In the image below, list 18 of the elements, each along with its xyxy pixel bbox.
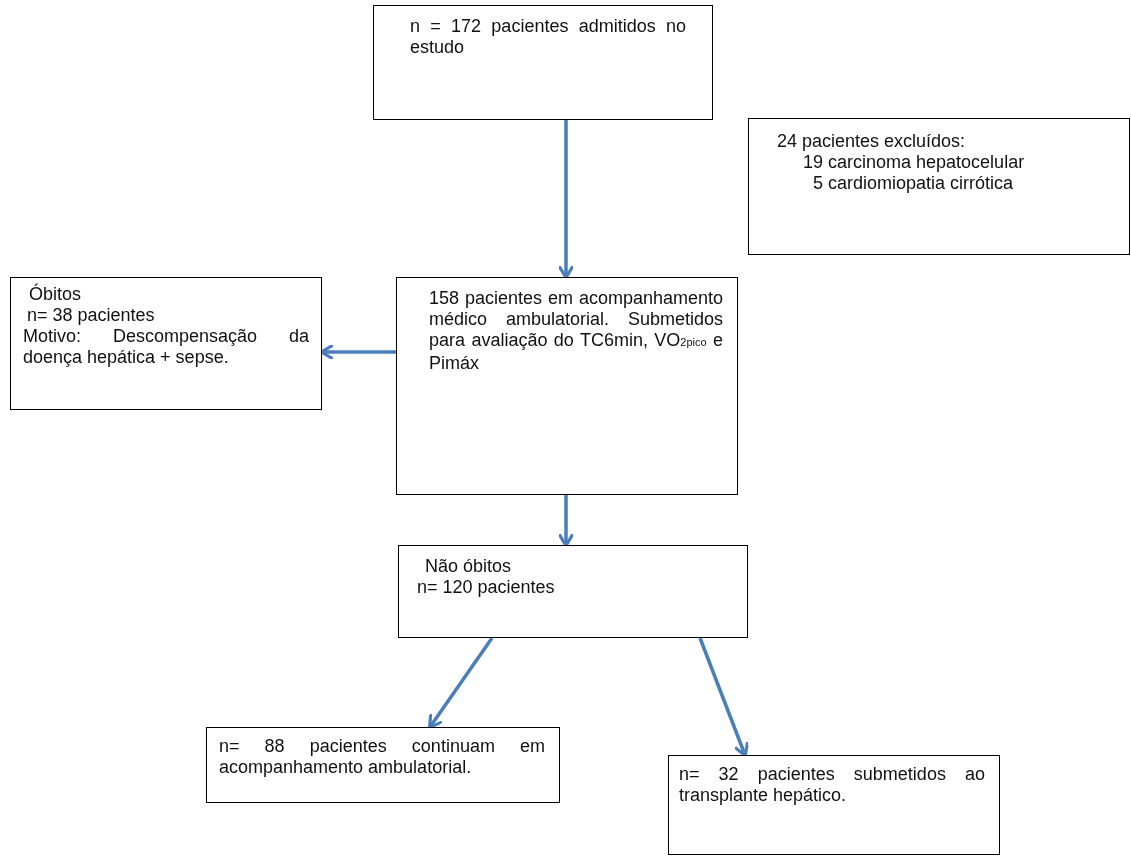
box-text: Não óbitos (424, 556, 513, 577)
box-text: n= 120 pacientes (417, 577, 556, 598)
box-text: n = 172 pacientes admitidos no estudo (410, 16, 686, 58)
process-box (668, 755, 1000, 855)
box-text: n= 38 pacientes (26, 305, 156, 326)
box-text: 5 cardiomiopatia cirrótica (812, 173, 1015, 194)
box-text: Óbitos (28, 284, 83, 305)
box-text: Motivo: Descompensação da doença hepática + sepse. (23, 326, 309, 368)
box-text: n= 32 pacientes submetidos ao transplante hepático. (679, 764, 985, 806)
process-box (373, 5, 713, 120)
process-box (10, 277, 322, 410)
box-text: n= 88 pacientes continuam em acompanhamento ambulatorial. (219, 736, 545, 778)
box-text: 19 carcinoma hepatocelular (802, 152, 1026, 173)
process-box (206, 727, 560, 803)
process-box (748, 118, 1130, 255)
box-text: 24 pacientes excluídos: (777, 131, 967, 152)
process-box (396, 277, 738, 495)
process-box (398, 545, 748, 638)
